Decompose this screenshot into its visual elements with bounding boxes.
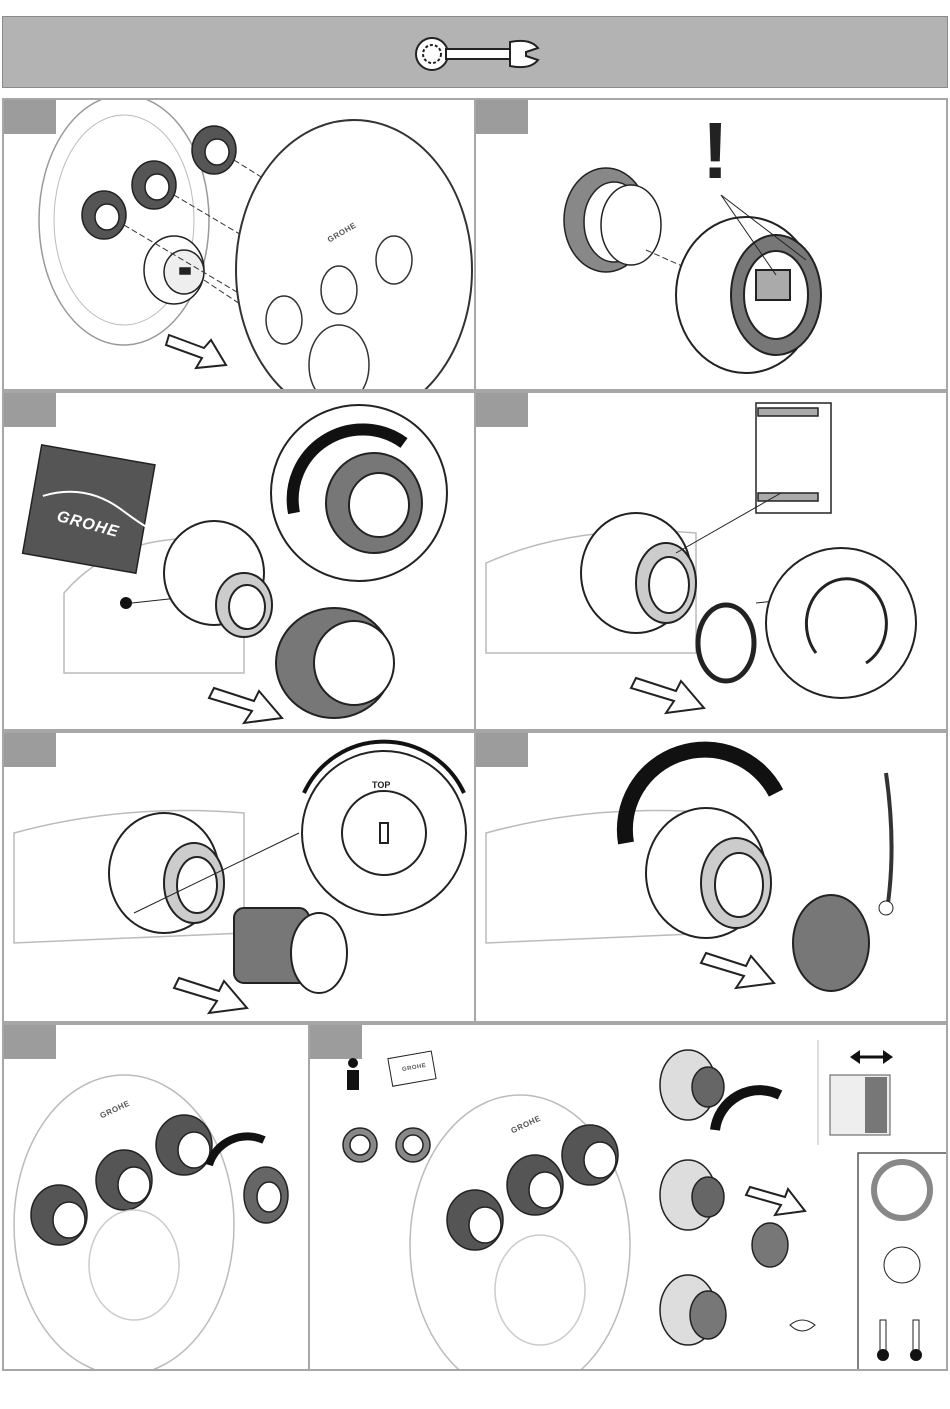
pipe-detail [756, 403, 831, 513]
grease-sachet [23, 445, 162, 575]
header-bar [2, 16, 948, 88]
push-arrow [631, 678, 704, 713]
thermostat-knob [89, 1210, 179, 1320]
split-ring [564, 168, 661, 272]
push-arrow [701, 953, 774, 988]
faucet-icon [874, 1162, 930, 1218]
button-cap [752, 1223, 788, 1267]
eye-icon [790, 1320, 815, 1331]
detail-circle [766, 548, 916, 698]
o-ring [698, 605, 754, 681]
push-arrow [209, 688, 282, 723]
sleeve-dark [276, 608, 394, 718]
grease-drop [120, 597, 132, 609]
sleeve [676, 217, 821, 373]
cartridge [109, 813, 224, 933]
step-2-panel: ! [474, 98, 948, 391]
cartridge [646, 808, 771, 938]
push-arrow [166, 335, 226, 368]
step-5-panel: TOP [2, 731, 476, 1023]
top-marker: TOP [372, 780, 390, 790]
length-arrow-icon [850, 1050, 893, 1064]
cleaning-icon [884, 1247, 920, 1283]
push-arrow [746, 1187, 805, 1215]
step-1-panel: GROHE [2, 98, 476, 391]
tool [886, 773, 892, 903]
wrench-spline-icon [412, 34, 542, 74]
cartridge [581, 513, 696, 633]
info-icon [347, 1058, 359, 1090]
step-8-panel: GROHE GROHE [308, 1023, 948, 1371]
push-arrow [174, 978, 247, 1013]
step-7-panel: GROHE [2, 1023, 310, 1371]
cartridge [164, 521, 272, 637]
step-4-panel [474, 391, 948, 731]
adapter [234, 908, 347, 993]
step-6-panel [474, 731, 948, 1023]
detail-circle [271, 405, 447, 581]
rotate-arrow [715, 1090, 780, 1130]
warning-mark: ! [702, 105, 729, 197]
cap [793, 895, 869, 991]
detail-circle [302, 742, 466, 915]
step-3-panel: GROHE [2, 391, 476, 731]
